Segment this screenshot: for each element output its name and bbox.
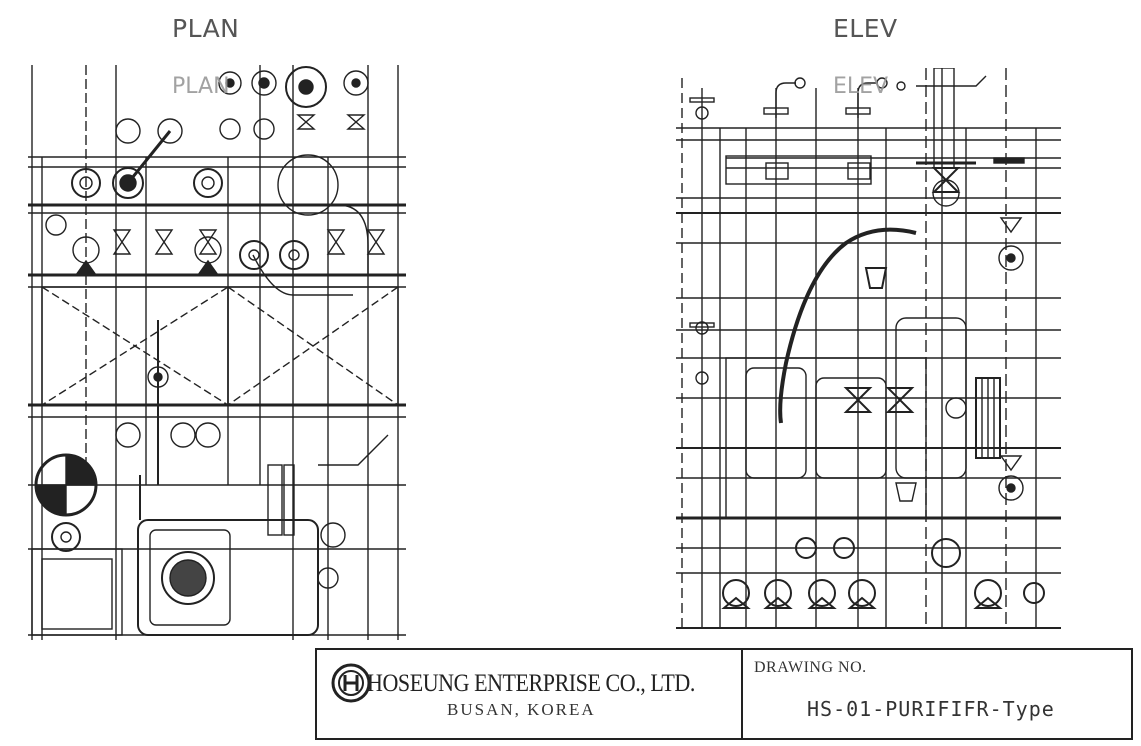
hoseung-logo-icon <box>331 663 371 703</box>
plan-view-title: PLAN <box>172 14 240 43</box>
drawing-number-label: DRAWING NO. <box>754 659 867 676</box>
drawing-number: HS-01-PURIFIFR-Type <box>807 697 1055 721</box>
plan-drawing <box>28 65 406 640</box>
title-block: HOSEUNG ENTERPRISE CO., LTD. BUSAN, KORE… <box>315 648 1133 740</box>
plan-ghost-label: PLAN <box>172 74 230 99</box>
elev-ghost-label: ELEV <box>833 74 889 99</box>
company-name: HOSEUNG ENTERPRISE CO., LTD. <box>367 670 695 697</box>
title-block-divider <box>741 650 743 738</box>
elev-drawing <box>676 68 1061 629</box>
company-location: BUSAN, KOREA <box>447 700 596 719</box>
elev-view-title: ELEV <box>833 14 898 43</box>
